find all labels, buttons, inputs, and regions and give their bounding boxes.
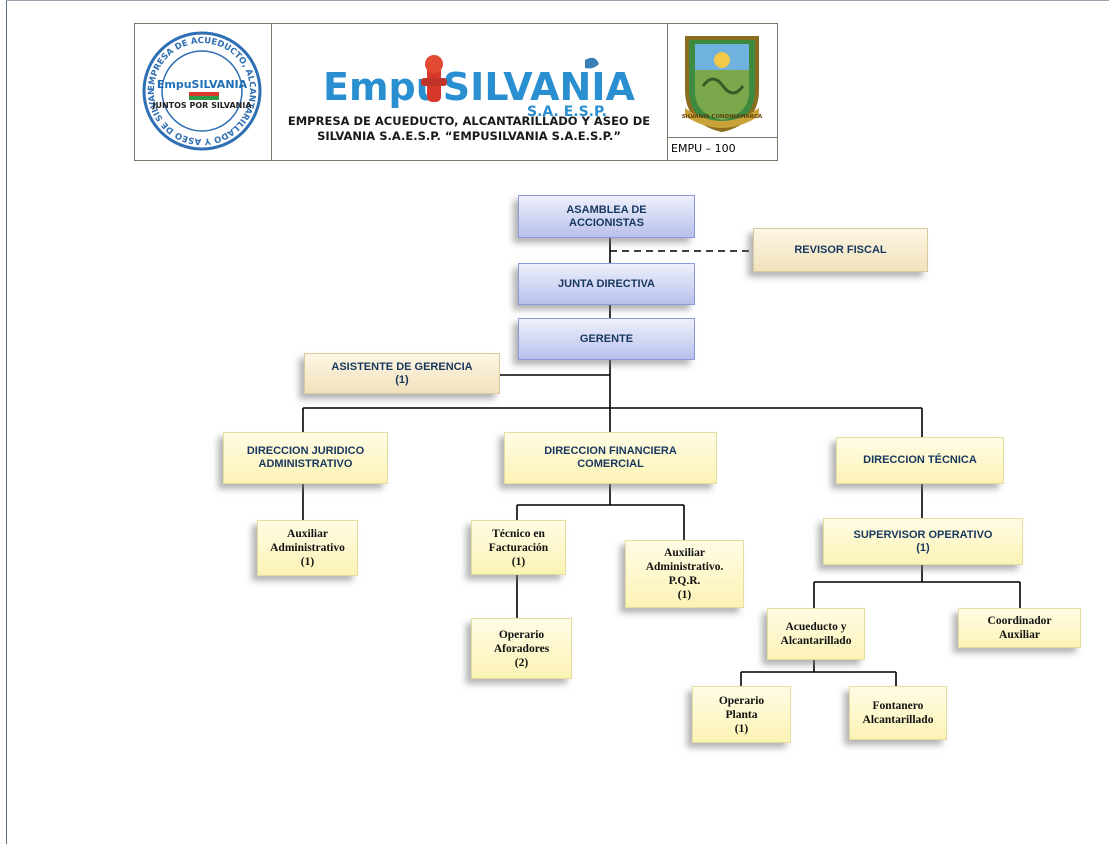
company-seal-logo: EMPRESA DE ACUEDUCTO, ALCANTARILLADO Y A… [141, 30, 262, 151]
node-auxiliar-administrativo: Auxiliar Administrativo (1) [257, 520, 358, 576]
node-label: REVISOR FISCAL [794, 243, 887, 256]
company-name-line1: EMPRESA DE ACUEDUCTO, ALCANTARILLADO Y A… [287, 114, 651, 128]
node-label: SUPERVISOR OPERATIVO (1) [853, 528, 993, 554]
node-direccion-financiera-comercial: DIRECCION FINANCIERA COMERCIAL [504, 432, 717, 484]
node-label: Operario Planta (1) [718, 694, 765, 735]
document-header: EMPRESA DE ACUEDUCTO, ALCANTARILLADO Y A… [134, 23, 778, 161]
node-gerente: GERENTE [518, 318, 695, 360]
svg-text:EmpuSILVANIA: EmpuSILVANIA [157, 78, 248, 91]
node-revisor-fiscal: REVISOR FISCAL [753, 228, 928, 272]
page-frame-left [6, 0, 7, 844]
node-fontanero-alcantarillado: Fontanero Alcantarillado [849, 686, 947, 740]
seal-cell: EMPRESA DE ACUEDUCTO, ALCANTARILLADO Y A… [135, 24, 272, 160]
node-label: Técnico en Facturación (1) [488, 527, 549, 568]
node-asistente-de-gerencia: ASISTENTE DE GERENCIA (1) [304, 353, 500, 394]
page-frame-top [6, 0, 1109, 1]
title-cell: EmpuSILVANIA S.A. E.S.P. EMPRESA DE ACUE… [271, 24, 668, 160]
node-supervisor-operativo: SUPERVISOR OPERATIVO (1) [823, 518, 1023, 565]
node-direccion-tecnica: DIRECCION TÉCNICA [836, 437, 1004, 484]
node-auxiliar-administrativo-pqr: Auxiliar Administrativo. P.Q.R. (1) [625, 540, 744, 608]
node-acueducto-y-alcantarillado: Acueducto y Alcantarillado [767, 608, 865, 660]
node-label: Fontanero Alcantarillado [862, 700, 934, 726]
node-label: Acueducto y Alcantarillado [780, 621, 852, 647]
svg-text:JUNTOS POR SILVANIA: JUNTOS POR SILVANIA [151, 101, 252, 110]
node-asamblea-de-accionistas: ASAMBLEA DE ACCIONISTAS [518, 195, 695, 238]
node-label: Operario Aforadores (2) [493, 628, 550, 669]
company-name-line2: SILVANIA S.A.E.S.P. “EMPUSILVANIA S.A.E.… [317, 129, 621, 143]
svg-text:EmpuSILVANIA: EmpuSILVANIA [323, 65, 635, 109]
node-direccion-juridico-administrativo: DIRECCION JURIDICO ADMINISTRATIVO [223, 432, 388, 484]
node-label: DIRECCION TÉCNICA [863, 454, 977, 466]
node-operario-planta: Operario Planta (1) [692, 686, 791, 743]
svg-text:SILVANIA CUNDINAMARCA: SILVANIA CUNDINAMARCA [682, 114, 763, 120]
node-operario-aforadores: Operario Aforadores (2) [471, 618, 572, 679]
node-label: Auxiliar Administrativo (1) [270, 528, 345, 568]
document-code: EMPU – 100 [667, 137, 777, 159]
node-label: Coordinador Auxiliar [987, 615, 1052, 641]
node-label: ASISTENTE DE GERENCIA (1) [331, 360, 473, 386]
empusilvania-brand-logo: EmpuSILVANIA S.A. E.S.P. [323, 55, 635, 120]
company-name: EMPRESA DE ACUEDUCTO, ALCANTARILLADO Y A… [271, 114, 667, 144]
node-label: DIRECCION FINANCIERA COMERCIAL [544, 445, 677, 470]
svg-text:S.A. E.S.P.: S.A. E.S.P. [527, 104, 607, 120]
crest-cell: SILVANIA CUNDINAMARCA EMPU – 100 [667, 24, 777, 160]
node-tecnico-en-facturacion: Técnico en Facturación (1) [471, 520, 566, 575]
node-label: GERENTE [579, 332, 634, 345]
silvania-crest-emblem: SILVANIA CUNDINAMARCA [682, 36, 763, 133]
node-label: JUNTA DIRECTIVA [558, 277, 655, 290]
node-coordinador-auxiliar: Coordinador Auxiliar [958, 608, 1081, 648]
node-label: ASAMBLEA DE ACCIONISTAS [566, 203, 647, 229]
node-label: Auxiliar Administrativo. P.Q.R. (1) [645, 547, 724, 601]
node-junta-directiva: JUNTA DIRECTIVA [518, 263, 695, 305]
node-label: DIRECCION JURIDICO ADMINISTRATIVO [246, 445, 365, 470]
